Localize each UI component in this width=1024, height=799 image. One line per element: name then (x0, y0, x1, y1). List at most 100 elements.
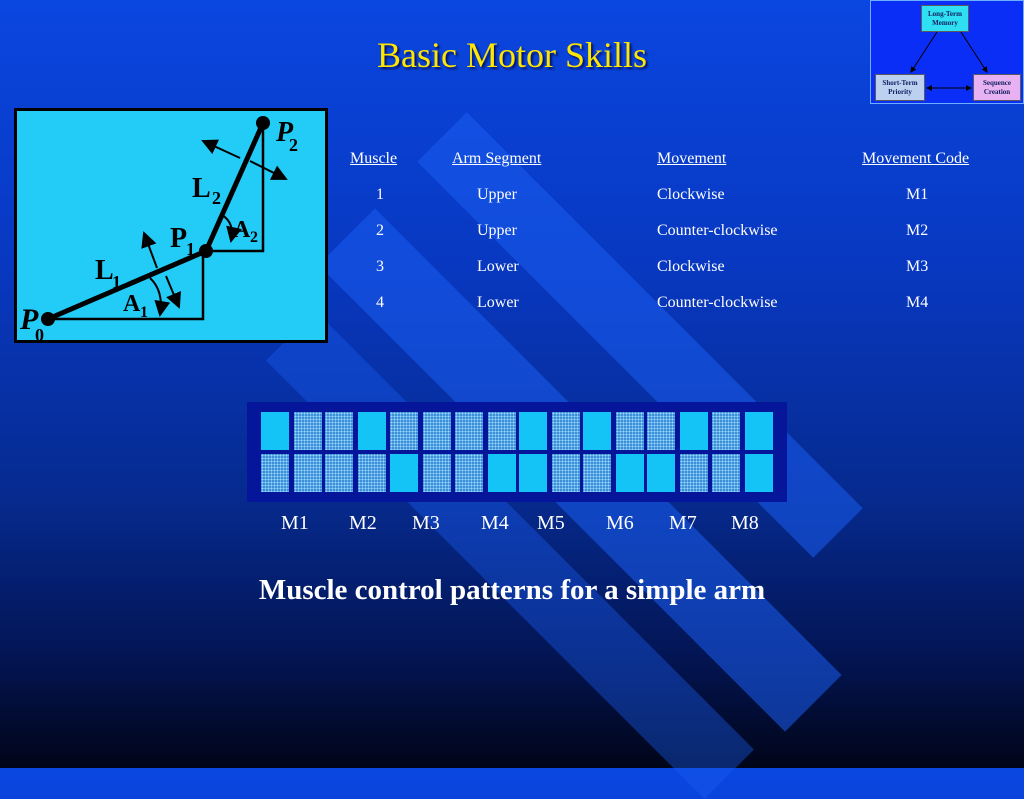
pattern-cell-active (647, 454, 675, 492)
label-l1: L (95, 255, 114, 286)
pattern-cell-inactive (455, 412, 483, 450)
pattern-m4 (455, 412, 516, 492)
pattern-cell-inactive (712, 412, 740, 450)
label-p0-sub: 0 (35, 325, 44, 340)
pattern-cell-inactive (616, 412, 644, 450)
table-cell-muscle: 3 (376, 258, 384, 275)
label-l2: L (192, 173, 211, 204)
table-cell-movement: Clockwise (657, 186, 725, 203)
pattern-cell-inactive (358, 454, 386, 492)
table-cell-muscle: 1 (376, 186, 384, 203)
pattern-m3 (390, 412, 451, 492)
upper-arm-segment (47, 248, 207, 322)
pattern-grid (247, 402, 787, 502)
table-cell-code: M4 (906, 294, 929, 311)
pattern-cell-inactive (261, 454, 289, 492)
pattern-code-labels: M1 M2 M3 M4 M5 M6 M7 M8 (0, 512, 1024, 540)
pattern-cell-inactive (680, 454, 708, 492)
p0-guide-line (48, 251, 205, 321)
table-header-movement: Movement (657, 150, 727, 167)
pattern-cell-active (519, 412, 547, 450)
arrow-upper-ccw (141, 231, 158, 269)
pattern-m7 (647, 412, 708, 492)
table-cell-code: M2 (906, 222, 929, 239)
pattern-cell-active (680, 412, 708, 450)
pattern-cell-inactive (423, 454, 451, 492)
table-cell-movement: Counter-clockwise (657, 294, 778, 311)
pattern-cell-active (390, 454, 418, 492)
pattern-label-m7: M7 (669, 512, 697, 534)
pattern-label-m3: M3 (412, 512, 440, 534)
pattern-cell-inactive (552, 412, 580, 450)
pattern-cell-active (488, 454, 516, 492)
pattern-label-m4: M4 (481, 512, 509, 534)
label-l2-sub: 2 (212, 188, 221, 208)
joint-p2 (256, 116, 270, 130)
caption: Muscle control patterns for a simple arm (258, 574, 766, 606)
mini-diagram: Long-Term Memory Short-Term Priority Seq… (870, 0, 1024, 104)
joint-p0 (41, 312, 55, 326)
pattern-label-m8: M8 (731, 512, 759, 534)
pattern-label-m5: M5 (537, 512, 565, 534)
table-cell-segment: Lower (477, 258, 519, 275)
pattern-cell-inactive (647, 412, 675, 450)
mini-diagram-arrows (910, 31, 988, 91)
label-p2-sub: 2 (289, 135, 298, 155)
pattern-m2 (325, 412, 386, 492)
pattern-cell-active (583, 412, 611, 450)
pattern-cell-active (745, 412, 773, 450)
arm-diagram: P 0 P 1 P 2 L 1 L 2 A 1 A 2 (14, 108, 328, 343)
pattern-label-m6: M6 (606, 512, 634, 534)
table-cell-code: M1 (906, 186, 929, 203)
table-header-movement-code: Movement Code (862, 150, 970, 167)
label-l1-sub: 1 (112, 272, 121, 292)
pattern-cell-inactive (455, 454, 483, 492)
pattern-cell-active (358, 412, 386, 450)
short-term-priority-box: Short-Term Priority (875, 74, 925, 101)
table-cell-segment: Upper (477, 186, 517, 203)
table-header-arm-segment: Arm Segment (452, 150, 542, 167)
angle-a1-arc (149, 277, 171, 317)
pattern-m1 (261, 412, 322, 492)
pattern-cell-inactive (423, 412, 451, 450)
angle-a2-arc (221, 214, 242, 243)
sequence-creation-box: Sequence Creation (973, 74, 1021, 101)
table-cell-movement: Counter-clockwise (657, 222, 778, 239)
label-p0: P (19, 303, 39, 336)
label-a1: A (123, 291, 141, 317)
label-a2-sub: 2 (250, 229, 258, 246)
table-cell-muscle: 4 (376, 294, 384, 311)
pattern-cell-inactive (294, 454, 322, 492)
label-p2: P (275, 117, 294, 148)
pattern-cell-inactive (325, 454, 353, 492)
arm-diagram-svg: P 0 P 1 P 2 L 1 L 2 A 1 A 2 (19, 116, 298, 340)
pattern-cell-inactive (583, 454, 611, 492)
label-p1-sub: 1 (186, 239, 195, 259)
pattern-cell-active (616, 454, 644, 492)
label-a1-sub: 1 (140, 304, 148, 321)
pattern-cell-active (745, 454, 773, 492)
table-cell-muscle: 2 (376, 222, 384, 239)
table-header-muscle: Muscle (350, 150, 398, 167)
pattern-cell-inactive (390, 412, 418, 450)
pattern-m6 (583, 412, 644, 492)
pattern-cell-active (519, 454, 547, 492)
pattern-m8 (712, 412, 773, 492)
page-title: Basic Motor Skills (376, 35, 648, 75)
p1-guide-line (206, 123, 265, 253)
pattern-cell-inactive (294, 412, 322, 450)
joint-p1 (199, 244, 213, 258)
pattern-cell-inactive (712, 454, 740, 492)
table-cell-segment: Lower (477, 294, 519, 311)
lower-arm-segment (203, 121, 266, 253)
arrow-lower-ccw (201, 139, 241, 159)
table-cell-movement: Clockwise (657, 258, 725, 275)
label-a2: A (233, 217, 251, 243)
pattern-cell-inactive (325, 412, 353, 450)
pattern-cell-active (261, 412, 289, 450)
arrow-lower-cw (249, 160, 288, 180)
arrow-upper-cw (165, 275, 181, 309)
table-cell-code: M3 (906, 258, 929, 275)
label-p1: P (170, 223, 187, 254)
long-term-memory-box: Long-Term Memory (921, 5, 969, 32)
